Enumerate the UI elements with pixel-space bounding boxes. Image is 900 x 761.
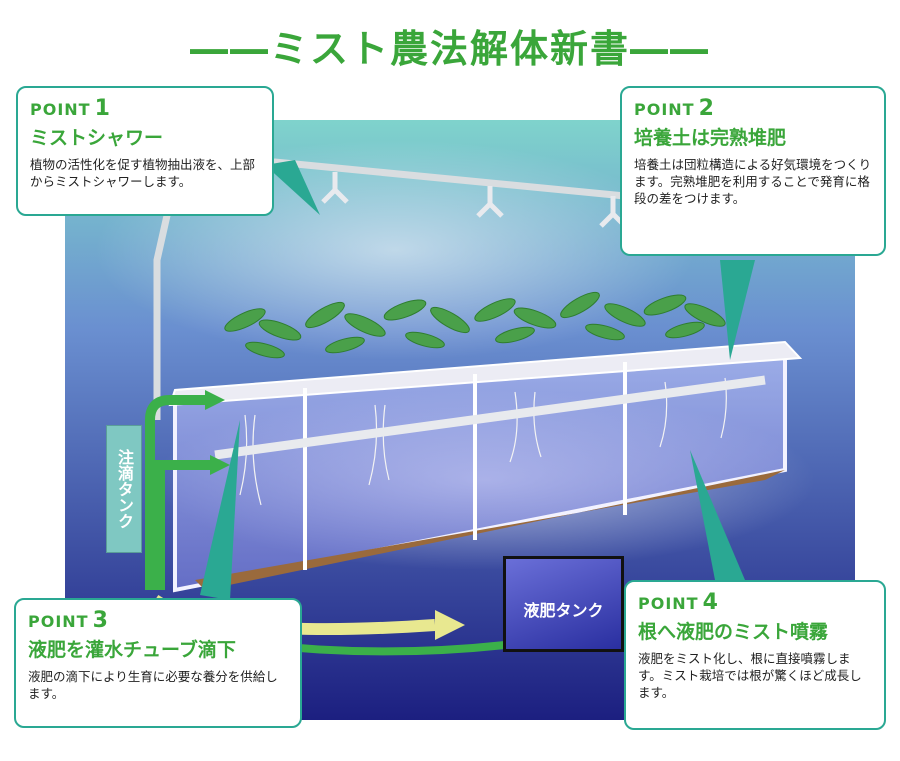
drip-tank: 注滴タンク [106,425,142,553]
point-description: 植物の活性化を促す植物抽出液を、上部からミストシャワーします。 [30,157,256,189]
callout-pointer [265,160,320,215]
plants [224,291,726,359]
callout-pointer [200,420,240,600]
fertilizer-arrow-head [435,610,465,640]
drip-tube [155,460,210,590]
root-mist-pipe [214,375,766,460]
point-number: 2 [698,96,715,121]
point-heading: 培養土は完熟堆肥 [634,127,787,149]
callout-pointer [720,260,755,360]
point-heading: 液肥を灌水チューブ滴下 [28,639,236,661]
point-heading: ミストシャワー [30,127,164,149]
point-heading: 根へ液肥のミスト噴霧 [638,621,829,643]
point-description: 液肥をミスト化し、根に直接噴霧します。ミスト栽培では根が驚くほど成長します。 [638,651,862,700]
point-number: 4 [702,590,719,615]
point-number: 1 [94,96,111,121]
drip-tube [145,395,205,590]
box-frame [303,362,627,570]
point-description: 液肥の滴下により生育に必要な養分を供給します。 [28,669,278,701]
drip-arrow-head [210,455,230,475]
soil-floor [195,470,785,590]
fertilizer-tank: 液肥タンク [503,556,624,652]
point-number: 3 [92,608,109,633]
page-title: ――ミスト農法解体新書―― [189,27,710,71]
point-description: 培養土は団粒構造による好気環境をつくります。完熟堆肥を利用することで発育に格段の… [634,157,872,206]
callout-pointer [690,450,745,580]
drip-arrow-head [205,390,225,410]
